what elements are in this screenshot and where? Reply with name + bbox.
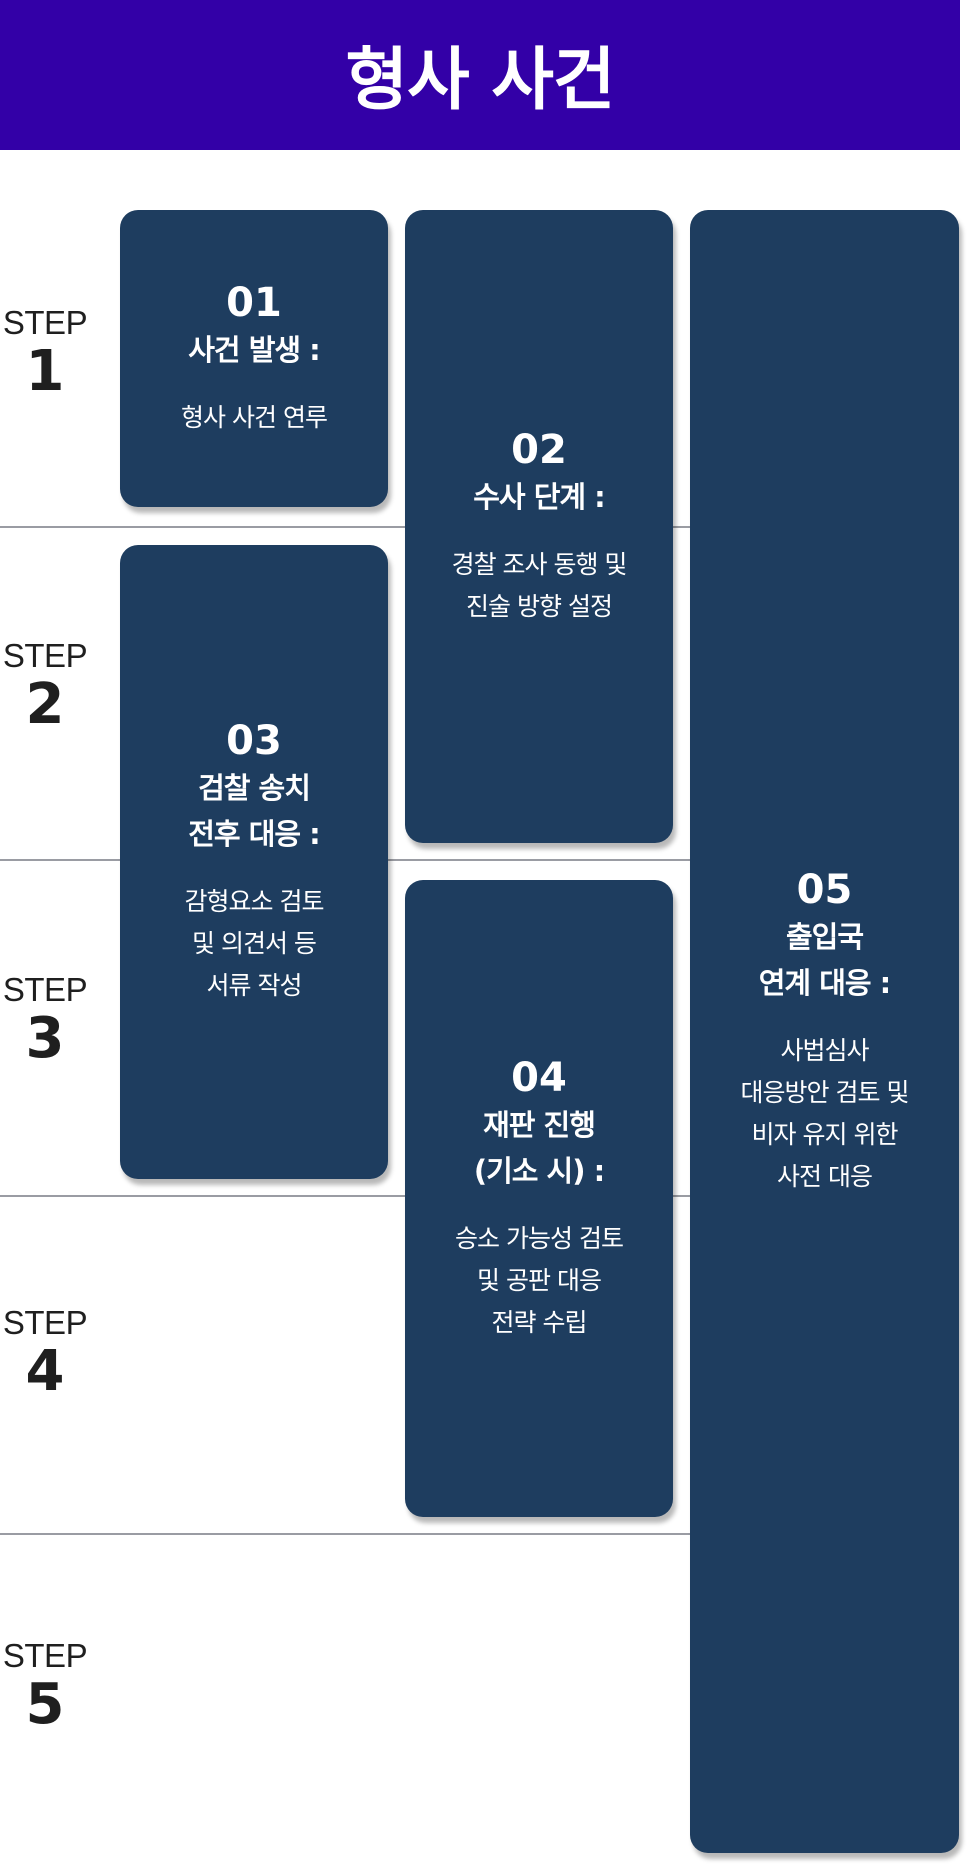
page-title: 형사 사건 <box>345 40 616 120</box>
row-divider <box>0 1533 690 1535</box>
card-05-immigration: 05 출입국 연계 대응 : 사법심사 대응방안 검토 및 비자 유지 위한 사… <box>690 210 959 1853</box>
step-2-label: STEP 2 <box>2 637 88 737</box>
row-divider <box>0 1195 690 1197</box>
row-divider <box>0 526 690 528</box>
step-5-label: STEP 5 <box>2 1637 88 1737</box>
page-header: 형사 사건 <box>0 0 960 150</box>
card-04-trial: 04 재판 진행 (기소 시) : 승소 가능성 검토 및 공판 대응 전략 수… <box>405 880 673 1517</box>
card-03-prosecution: 03 검찰 송치 전후 대응 : 감형요소 검토 및 의견서 등 서류 작성 <box>120 545 388 1179</box>
card-01-incident: 01 사건 발생 : 형사 사건 연루 <box>120 210 388 507</box>
step-1-label: STEP 1 <box>2 304 88 404</box>
card-02-investigation: 02 수사 단계 : 경찰 조사 동행 및 진술 방향 설정 <box>405 210 673 843</box>
step-3-label: STEP 3 <box>2 971 88 1071</box>
step-4-label: STEP 4 <box>2 1304 88 1404</box>
